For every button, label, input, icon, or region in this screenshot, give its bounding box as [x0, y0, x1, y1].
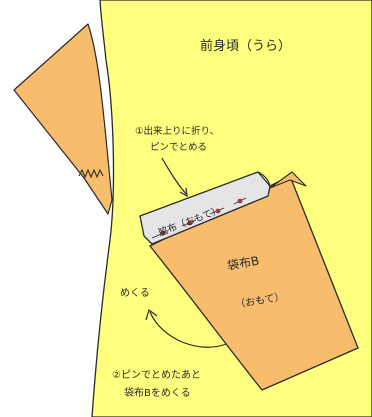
pin-3 — [215, 208, 221, 214]
step2-label-line2: 袋布Bをめくる — [124, 386, 191, 399]
left-orange-panel — [13, 23, 113, 215]
pins — [151, 197, 247, 239]
zigzag-seam — [78, 168, 104, 179]
facing-fold — [257, 171, 271, 189]
pocket-bag-label: 袋布B — [226, 254, 260, 273]
flip-arrowhead — [145, 309, 158, 321]
pocket-bag-flap — [269, 171, 307, 189]
flip-arrow — [149, 311, 227, 348]
step1-label-line2: ピンでとめる — [150, 142, 207, 153]
step1-label-line1: ①出来上りに折り、 — [135, 125, 219, 137]
flip-label: めくる — [120, 287, 150, 299]
step1-arrow — [161, 157, 187, 195]
step2-label-line1: ②ピンでとめたあと — [112, 369, 201, 381]
pocket-bag-b — [149, 175, 359, 391]
step1-arrowhead — [179, 187, 188, 198]
front-bodice-label: 前身頃（うら） — [200, 38, 291, 54]
pin-4 — [237, 198, 243, 204]
pin-1 — [160, 230, 166, 236]
pin-2 — [187, 220, 193, 226]
